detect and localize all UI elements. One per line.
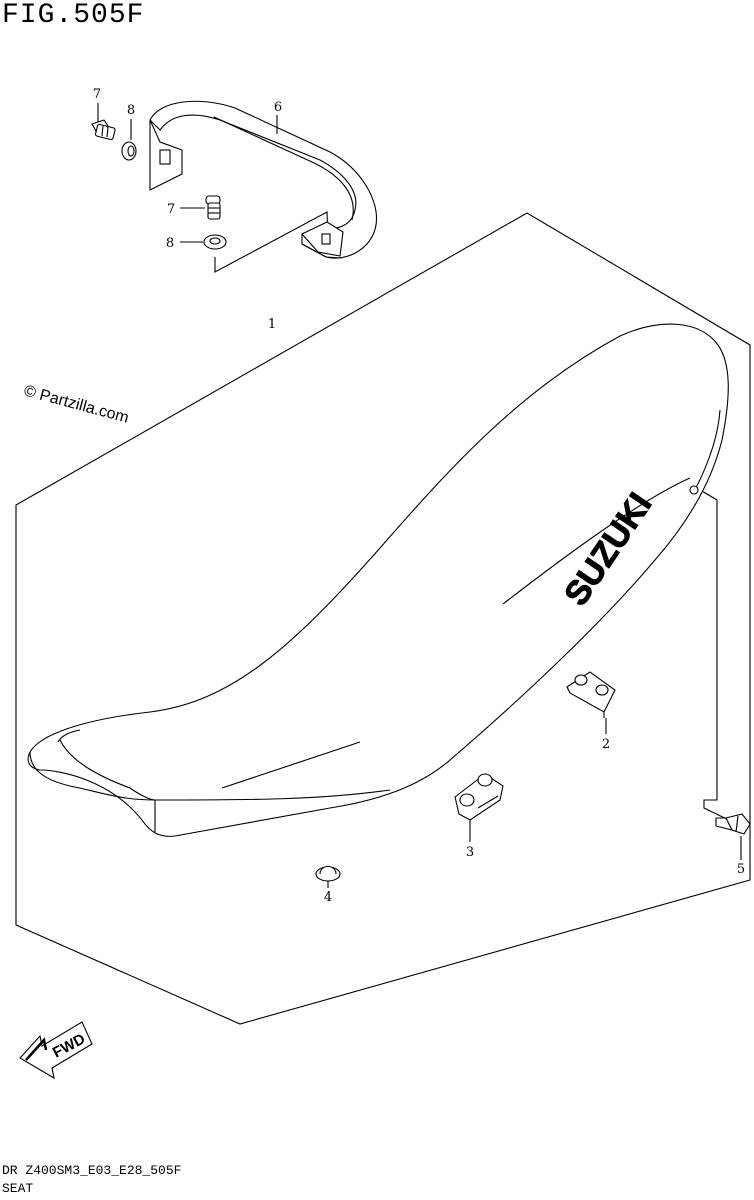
assembly-outline — [15, 212, 751, 1025]
washer-icon — [121, 141, 137, 161]
callout-6: 6 — [274, 100, 282, 115]
seat-strap — [149, 100, 378, 259]
figure-name: SEAT — [2, 1181, 34, 1196]
callout-3: 3 — [466, 845, 474, 860]
callout-4: 4 — [324, 890, 332, 905]
watermark: © Partzilla.com — [22, 382, 131, 426]
leader-line-5 — [694, 486, 736, 824]
callout-8b: 8 — [166, 236, 174, 251]
callout-1: 1 — [268, 317, 276, 332]
bolt-icon — [205, 195, 221, 220]
callout-2: 2 — [602, 737, 610, 752]
seat-clip-2 — [566, 671, 616, 718]
screw-icon — [715, 813, 751, 835]
seat-grommet-4 — [315, 865, 341, 885]
seat-clip-3 — [454, 773, 504, 826]
figure-title: FIG.505F — [2, 0, 145, 31]
seat: SUZUKI — [27, 323, 729, 837]
figure-code: DR Z400SM3_E03_E28_505F — [2, 1163, 182, 1178]
callout-7b: 7 — [167, 202, 175, 217]
callout-7a: 7 — [93, 87, 101, 102]
washer-icon — [203, 234, 227, 250]
callout-5: 5 — [737, 862, 745, 877]
bolt-icon — [91, 119, 116, 141]
callout-8a: 8 — [127, 103, 135, 118]
fwd-arrow-icon: FWD — [19, 1021, 93, 1080]
